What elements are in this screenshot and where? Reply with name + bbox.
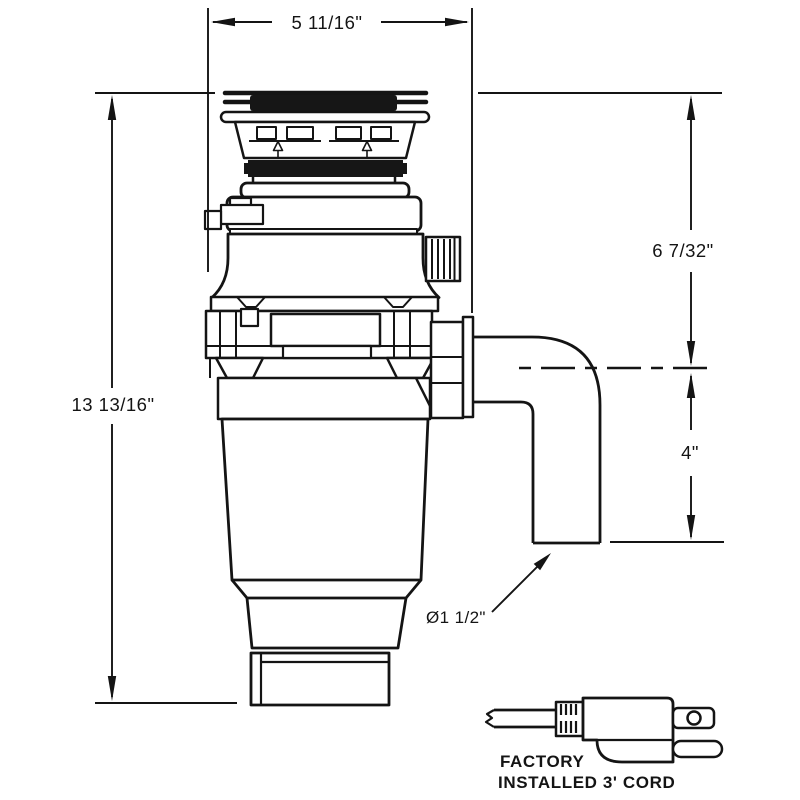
support-band [204, 295, 440, 421]
arrow-down-icon [686, 515, 696, 540]
dim-overall-height-label: 13 13/16" [71, 394, 154, 415]
cord-note-line2: INSTALLED 3' CORD [498, 773, 675, 792]
top-width-dimension [207, 8, 473, 313]
prong-hole-icon [686, 710, 702, 726]
arrow-right-icon [445, 17, 469, 27]
dishwasher-inlet-knob [424, 235, 462, 283]
cord-note-line1: FACTORY [500, 752, 585, 771]
flat-prong [671, 739, 724, 759]
sink-flange [219, 90, 431, 124]
flange-to-outlet-dimension [478, 92, 722, 366]
bottom-cap [249, 651, 391, 707]
power-cord [484, 708, 556, 729]
splash-guard [250, 95, 397, 111]
dim-top-width-label: 5 11/16" [292, 12, 363, 33]
arrow-up-icon [686, 95, 696, 120]
plug-body [581, 696, 675, 764]
discharge-elbow [429, 315, 602, 545]
flange-gasket [248, 160, 403, 177]
overall-height-dimension [95, 92, 237, 704]
arrow-up-icon [686, 373, 696, 398]
mount-arrow-icon [272, 140, 284, 157]
motor-housing [220, 417, 430, 707]
strain-relief [554, 700, 585, 738]
outlet-diameter-leader [491, 553, 551, 613]
arrow-down-icon [686, 341, 696, 366]
mounting-ring [233, 120, 417, 184]
dim-flange-to-outlet-label: 6 7/32" [652, 240, 714, 261]
power-plug-illustration [484, 696, 724, 764]
leader-arrow-icon [533, 553, 551, 571]
upper-housing [203, 181, 462, 299]
arrow-down-icon [107, 676, 117, 701]
mount-arrow-icon [361, 140, 373, 157]
plug-prongs [671, 706, 724, 759]
outlet-diameter-label: Ø1 1/2" [426, 608, 486, 627]
arrow-up-icon [107, 95, 117, 120]
arrow-left-icon [211, 17, 235, 27]
outlet-to-base-dimension [610, 373, 724, 543]
dim-outlet-to-base-label: 4" [681, 442, 699, 463]
